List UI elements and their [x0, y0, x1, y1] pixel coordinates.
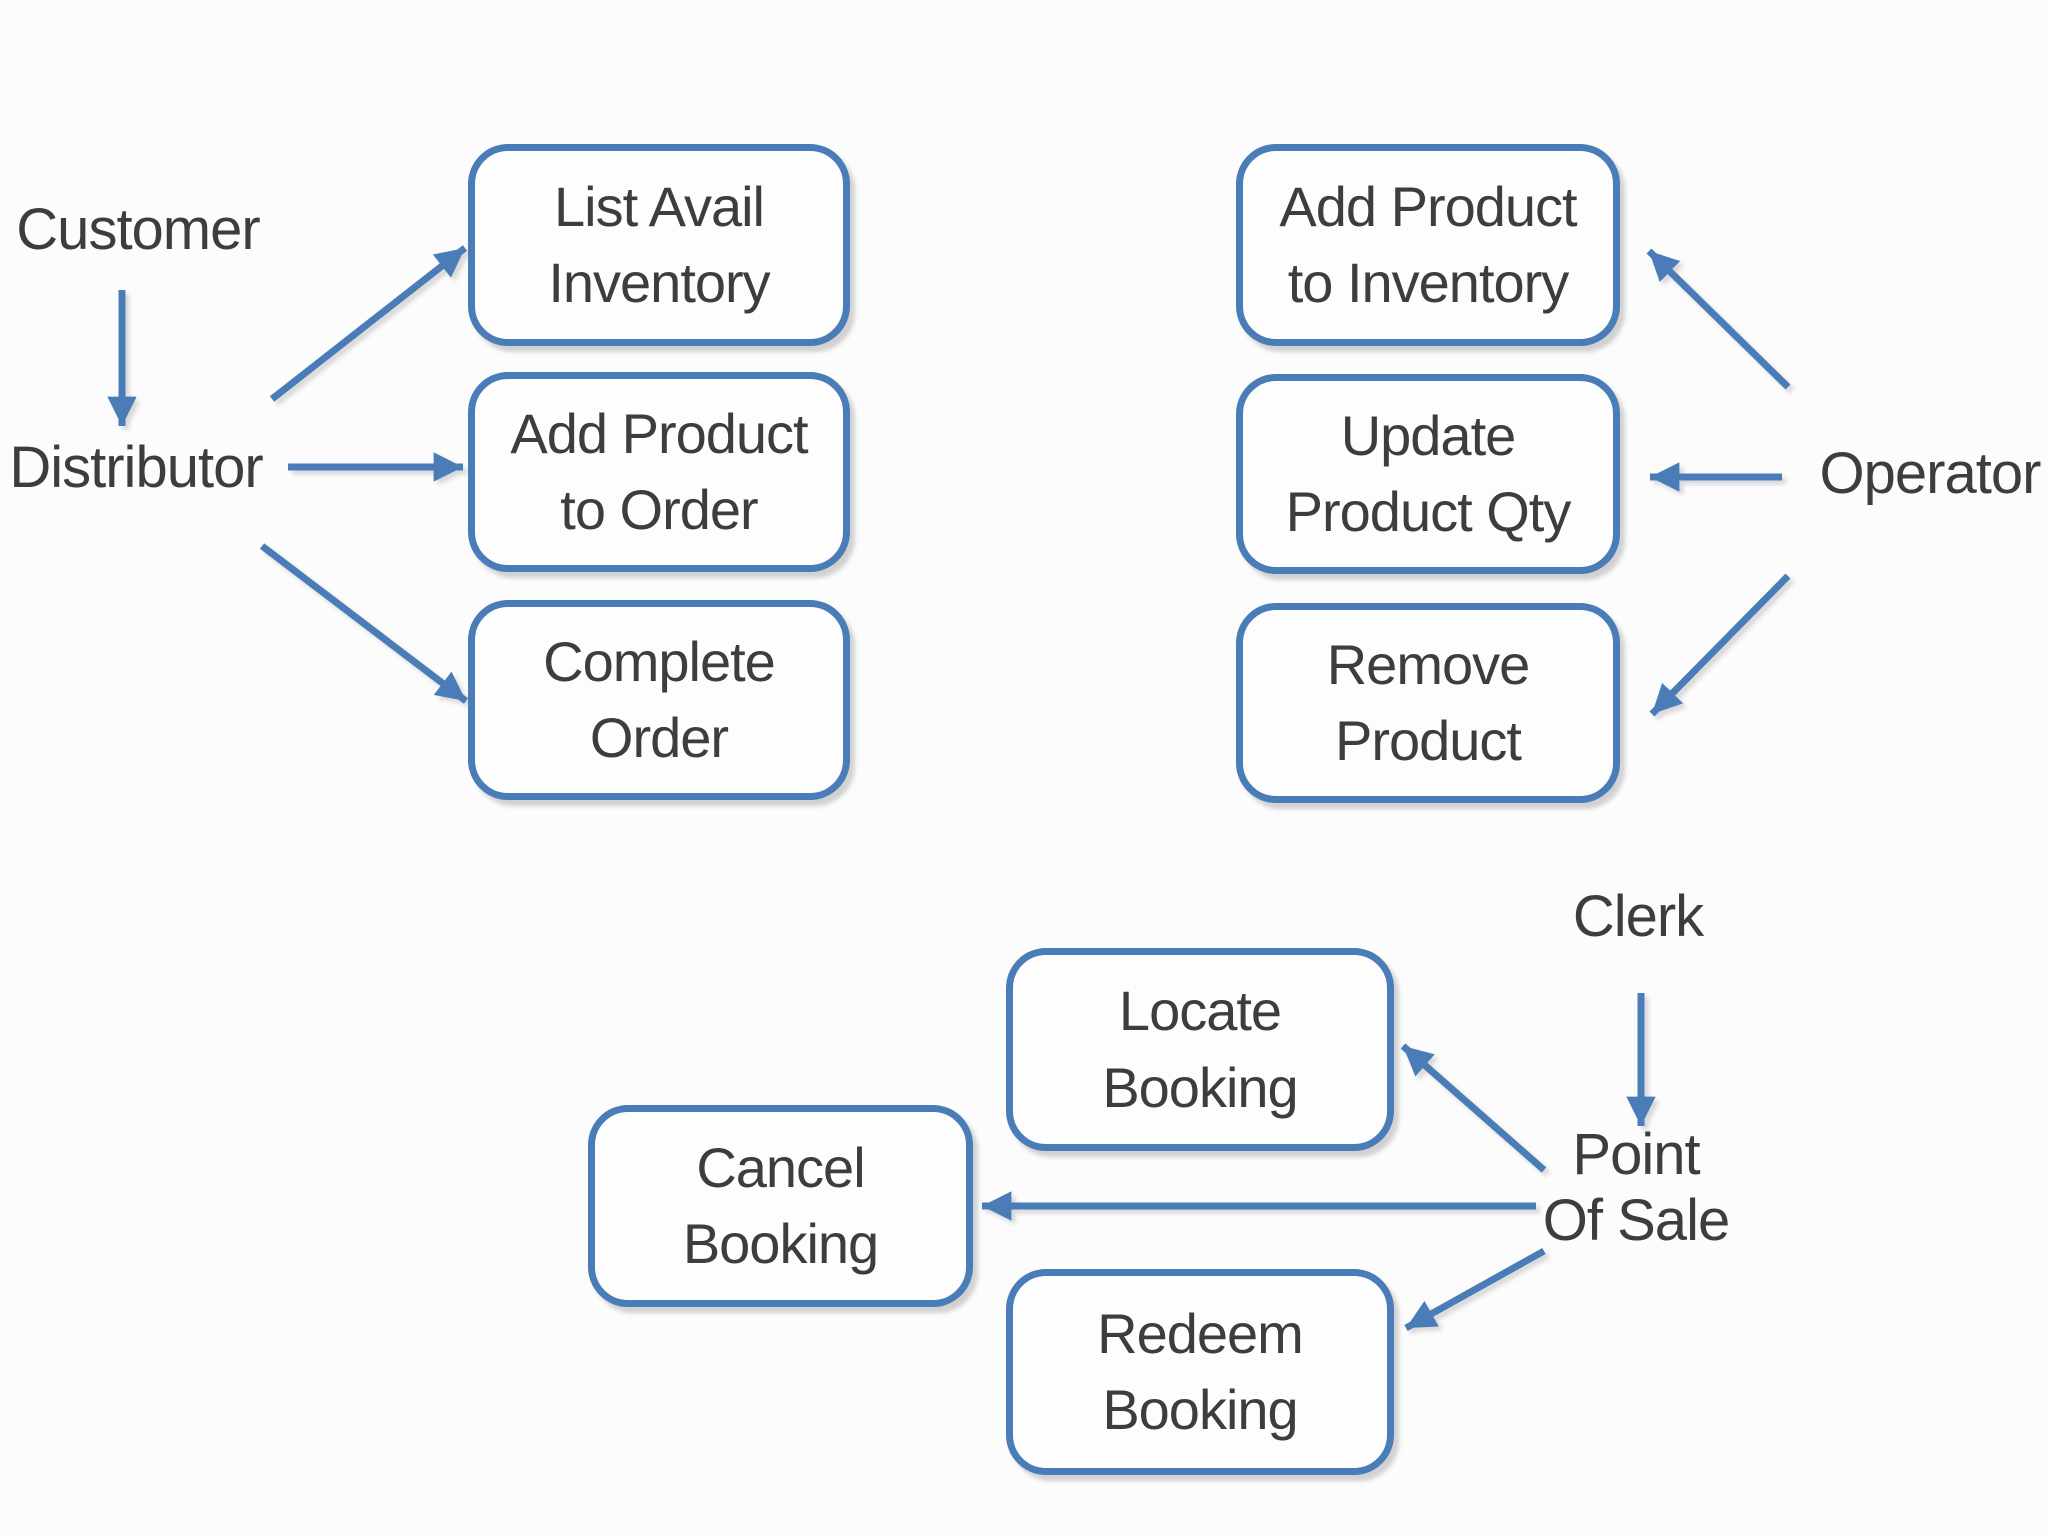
- usecase-label-line1: Complete: [543, 629, 776, 693]
- usecase-add-product-to-order: Add Product to Order: [468, 372, 850, 572]
- usecase-label-line2: Order: [589, 706, 729, 769]
- usecase-complete-order: Complete Order: [468, 600, 850, 800]
- usecase-label-line2: Booking: [1102, 1378, 1298, 1441]
- usecase-remove-product: Remove Product: [1236, 603, 1620, 803]
- actor-operator: Operator: [1819, 441, 2042, 506]
- usecase-label-line2: to Order: [560, 478, 758, 541]
- usecase-label-line2: Inventory: [548, 251, 770, 314]
- arrow-operator-to-add-product-to-inventory: [1646, 248, 1791, 390]
- usecase-label-line2: Product Qty: [1285, 480, 1572, 543]
- usecase-list-avail-inventory: List Avail Inventory: [468, 144, 850, 346]
- usecase-label-line1: Cancel: [696, 1135, 865, 1199]
- arrow-point-of-sale-to-redeem-booking: [1404, 1247, 1546, 1332]
- actor-clerk: Clerk: [1572, 884, 1704, 949]
- usecase-label-line2: to Inventory: [1287, 251, 1570, 314]
- actor-point-of-sale-line2: Of Sale: [1542, 1188, 1730, 1253]
- usecase-locate-booking: Locate Booking: [1006, 948, 1394, 1151]
- usecase-label-line1: Locate: [1118, 979, 1282, 1043]
- arrow-point-of-sale-to-locate-booking: [1400, 1043, 1547, 1173]
- usecase-add-product-to-inventory: Add Product to Inventory: [1236, 144, 1620, 346]
- actor-point-of-sale: Point Of Sale: [1542, 1122, 1730, 1254]
- usecase-label-line1: Update: [1340, 403, 1517, 467]
- arrow-distributor-to-list-avail-inventory: [269, 245, 468, 402]
- usecase-label-line1: Redeem: [1097, 1301, 1304, 1365]
- usecase-update-product-qty: Update Product Qty: [1236, 374, 1620, 574]
- actor-customer: Customer: [16, 197, 260, 262]
- usecase-label-line1: List Avail: [554, 174, 765, 238]
- arrow-operator-to-remove-product: [1649, 573, 1791, 717]
- actor-distributor: Distributor: [9, 435, 263, 500]
- usecase-label-line1: Add Product: [1279, 174, 1577, 238]
- arrow-distributor-to-complete-order: [259, 543, 469, 704]
- usecase-redeem-booking: Redeem Booking: [1006, 1269, 1394, 1475]
- usecase-label-line2: Product: [1335, 709, 1522, 772]
- usecase-label-line1: Remove: [1326, 632, 1531, 696]
- actor-point-of-sale-line1: Point: [1572, 1122, 1700, 1187]
- usecase-label-line2: Booking: [1102, 1055, 1298, 1119]
- usecase-cancel-booking: Cancel Booking: [588, 1105, 973, 1307]
- usecase-label-line2: Booking: [682, 1212, 879, 1275]
- usecase-label-line1: Add Product: [510, 401, 808, 465]
